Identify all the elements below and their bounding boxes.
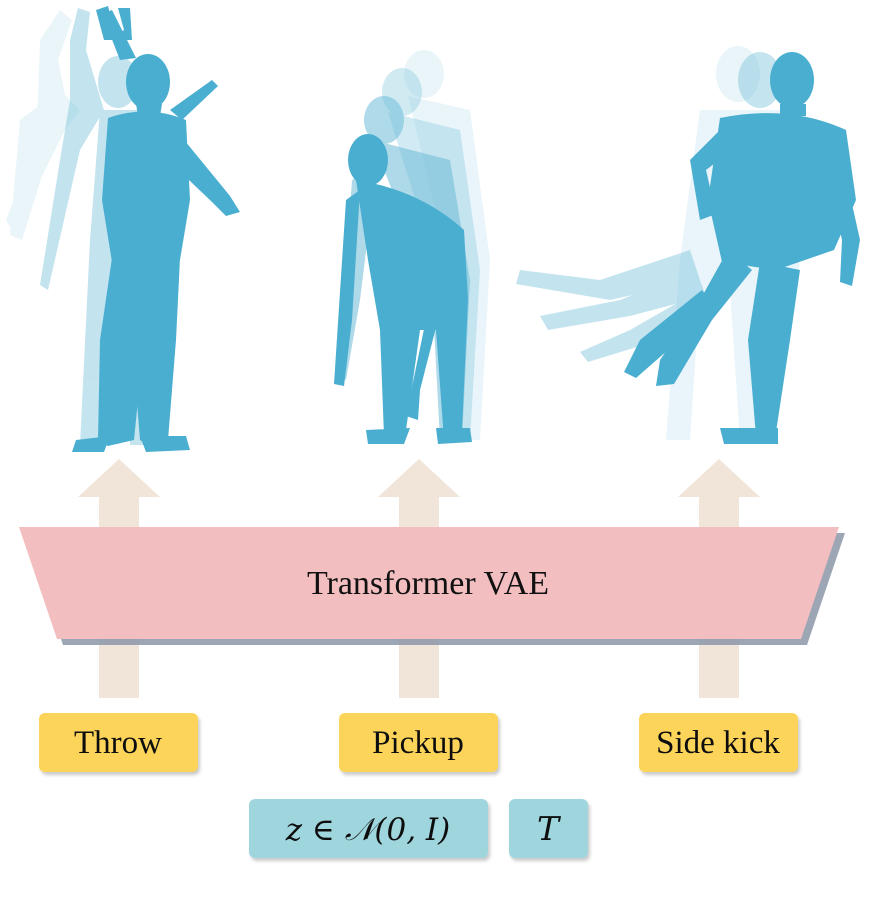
duration-input-label: T [537,809,562,848]
action-box-side-kick: Side kick [639,713,798,772]
transformer-vae-block: Transformer VAE [19,527,845,645]
latent-input-label: z ∈ 𝒩(0, I) [285,812,451,848]
duration-input-box: T [509,799,588,858]
action-label-side-kick: Side kick [656,725,780,761]
pickup-motion-figure [334,50,490,444]
action-label-pickup: Pickup [372,725,464,761]
action-box-throw: Throw [39,713,198,772]
transformer-vae-label: Transformer VAE [307,565,549,602]
throw-motion-figure [6,6,240,452]
latent-input-box: z ∈ 𝒩(0, I) [249,799,488,858]
action-label-throw: Throw [74,725,162,761]
side-kick-motion-figure [516,46,860,444]
action-box-pickup: Pickup [339,713,498,772]
